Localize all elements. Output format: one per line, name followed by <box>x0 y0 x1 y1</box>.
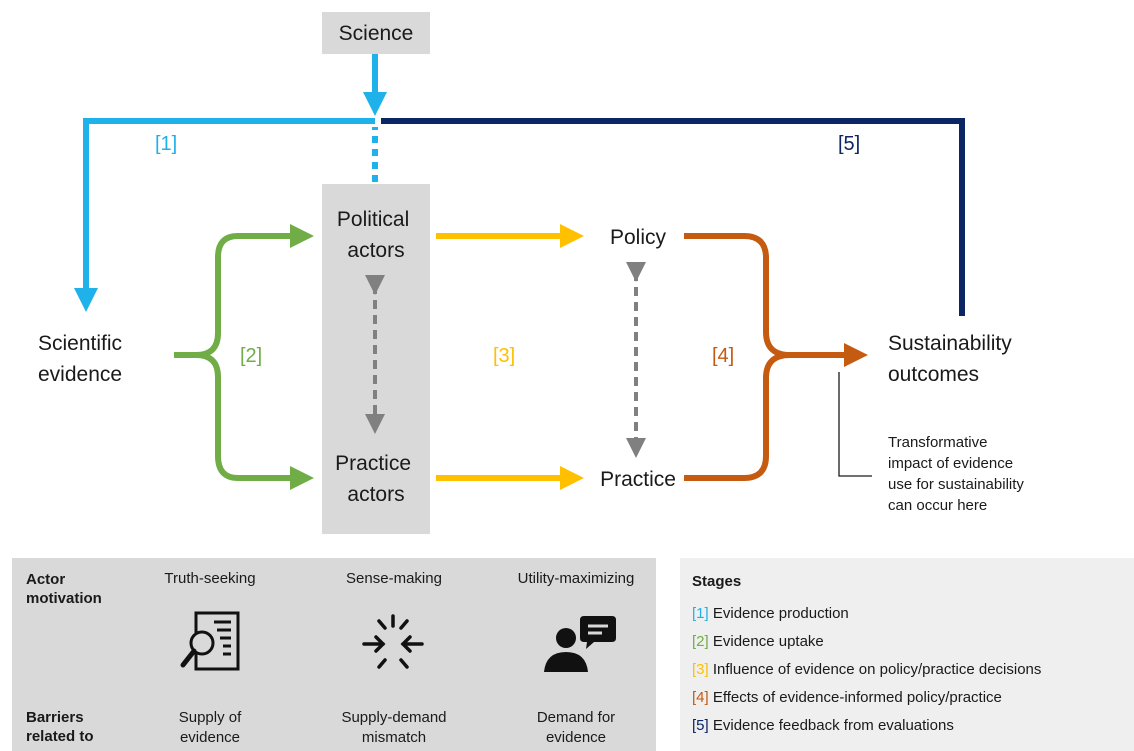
barrier-1-line2: evidence <box>179 729 241 746</box>
practice-label: Practice <box>600 468 676 491</box>
utility-maximizing-header: Utility-maximizing <box>517 570 635 587</box>
stages-legend-panel: Stages [1] Evidence production [2] Evide… <box>680 558 1134 751</box>
political-actors-line1: Political <box>337 208 409 231</box>
policy-label: Policy <box>610 226 667 249</box>
stage-item-2: [2] Evidence uptake <box>692 632 824 651</box>
stage-item-5-text: Evidence feedback from evaluations <box>708 717 954 734</box>
stage-marker-3: [3] <box>493 345 515 367</box>
stage-item-1-num: [1] <box>692 605 709 622</box>
barriers-line2: related to <box>26 728 94 745</box>
evidence-flow-diagram: Science Scientific evidence Political ac… <box>38 12 1028 534</box>
note-line3: use for sustainability <box>888 476 1024 493</box>
effects-brace-lower <box>684 352 791 481</box>
actors-box <box>322 184 430 534</box>
supply-of-evidence-label: Supply of evidence <box>120 708 300 748</box>
barrier-1-line1: Supply of <box>178 709 242 726</box>
barrier-3-line2: evidence <box>545 729 607 746</box>
actor-motivation-line1: Actor <box>26 571 66 588</box>
stage-item-5-num: [5] <box>692 717 709 734</box>
scientific-evidence-line1: Scientific <box>38 332 122 355</box>
effects-brace-upper <box>684 233 868 367</box>
document-magnifier-icon <box>180 611 240 671</box>
stage-item-4-num: [4] <box>692 689 709 706</box>
stage-item-2-num: [2] <box>692 633 709 650</box>
barrier-2-line2: mismatch <box>361 729 427 746</box>
demand-for-evidence-label: Demand for evidence <box>486 708 666 748</box>
uptake-brace <box>174 224 314 358</box>
stage-item-4: [4] Effects of evidence-informed policy/… <box>692 688 1002 707</box>
scientific-evidence-label: Scientific evidence <box>38 332 128 386</box>
barriers-label: Barriers related to <box>26 708 94 746</box>
stage-item-2-text: Evidence uptake <box>708 633 824 650</box>
sustainability-outcomes-line1: Sustainability <box>888 332 1012 355</box>
note-line4: can occur here <box>888 497 987 514</box>
science-box <box>322 12 430 54</box>
production-path <box>74 118 375 312</box>
converging-arrows-icon <box>362 614 424 669</box>
stages-title: Stages <box>692 573 742 590</box>
stage-item-1: [1] Evidence production <box>692 604 849 623</box>
sustainability-outcomes-line2: outcomes <box>888 363 979 386</box>
political-actors-label: Political actors <box>337 208 415 262</box>
barriers-line1: Barriers <box>26 709 84 726</box>
note-line2: impact of evidence <box>888 455 1013 472</box>
sustainability-outcomes-label: Sustainability outcomes <box>888 332 1018 386</box>
supply-demand-mismatch-label: Supply-demand mismatch <box>304 708 484 748</box>
stage-marker-5: [5] <box>838 133 860 155</box>
feedback-path <box>381 118 965 316</box>
stage-item-3-text: Influence of evidence on policy/practice… <box>708 661 1042 678</box>
stage-item-4-text: Effects of evidence-informed policy/prac… <box>708 689 1002 706</box>
barrier-3-line1: Demand for <box>536 709 616 726</box>
actor-motivation-label: Actor motivation <box>26 570 102 608</box>
note-line1: Transformative <box>888 434 987 451</box>
motivation-panel: Actor motivation Barriers related to Tru… <box>12 558 656 751</box>
transformative-impact-note: Transformative impact of evidence use fo… <box>888 434 1028 514</box>
person-speech-bubble-icon <box>544 616 616 672</box>
stage-item-3-num: [3] <box>692 661 709 678</box>
stage-marker-1: [1] <box>155 133 177 155</box>
stage-item-3: [3] Influence of evidence on policy/prac… <box>692 660 1041 679</box>
political-actors-line2: actors <box>347 239 404 262</box>
practice-actors-line2: actors <box>347 483 404 506</box>
stage-item-5: [5] Evidence feedback from evaluations <box>692 716 954 735</box>
actor-motivation-line2: motivation <box>26 590 102 607</box>
practice-actors-line1: Practice <box>335 452 411 475</box>
science-label: Science <box>339 22 414 45</box>
barrier-2-line1: Supply-demand <box>341 709 447 726</box>
sense-making-header: Sense-making <box>346 570 442 587</box>
practice-actors-label: Practice actors <box>335 452 417 506</box>
truth-seeking-header: Truth-seeking <box>164 570 256 587</box>
stage-marker-2: [2] <box>240 345 262 367</box>
uptake-brace-lower <box>195 352 314 490</box>
scientific-evidence-line2: evidence <box>38 363 122 386</box>
annotation-leader <box>838 372 872 477</box>
stage-item-1-text: Evidence production <box>708 605 849 622</box>
stage-marker-4: [4] <box>712 345 734 367</box>
